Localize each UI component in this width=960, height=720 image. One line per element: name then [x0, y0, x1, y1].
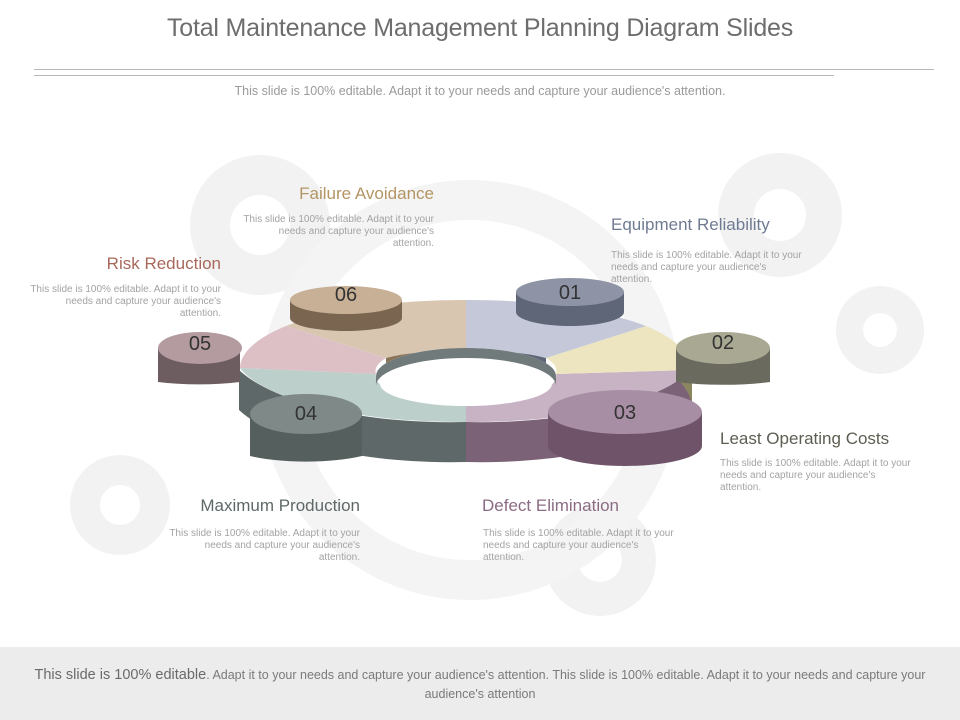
number-06: 06	[335, 284, 357, 306]
heading-equipment-reliability: Equipment Reliability	[611, 215, 770, 234]
footer-text: This slide is 100% editable. Adapt it to…	[20, 666, 940, 702]
heading-defect-elimination: Defect Elimination	[482, 496, 620, 515]
title-rule-top	[34, 69, 934, 70]
ring-segment-05	[240, 326, 386, 374]
heading-maximum-production: Maximum Production	[200, 496, 360, 515]
ring-segment-04	[240, 368, 466, 423]
disk-05	[158, 332, 242, 385]
desc-risk-reduction: This slide is 100% editable. Adapt it to…	[30, 284, 221, 319]
title-rule-bottom	[34, 75, 834, 76]
number-05: 05	[189, 333, 211, 355]
heading-failure-avoidance: Failure Avoidance	[299, 184, 434, 203]
desc-least-operating-costs: This slide is 100% editable. Adapt it to…	[720, 458, 911, 493]
desc-failure-avoidance: This slide is 100% editable. Adapt it to…	[243, 214, 434, 249]
desc-maximum-production: This slide is 100% editable. Adapt it to…	[169, 528, 360, 563]
desc-equipment-reliability: This slide is 100% editable. Adapt it to…	[611, 250, 802, 285]
ring-segment-02	[546, 326, 691, 374]
disk-06	[290, 286, 402, 331]
heading-least-operating-costs: Least Operating Costs	[720, 429, 890, 448]
subtitle: This slide is 100% editable. Adapt it to…	[234, 84, 726, 98]
page-title: Total Maintenance Management Planning Di…	[166, 14, 794, 42]
footer-bar: This slide is 100% editable. Adapt it to…	[0, 647, 960, 720]
heading-risk-reduction: Risk Reduction	[106, 254, 221, 273]
footer-lead: This slide is 100% editable	[34, 667, 207, 683]
number-04: 04	[295, 403, 317, 425]
number-03: 03	[614, 402, 636, 424]
number-02: 02	[712, 332, 734, 354]
disk-01	[516, 278, 624, 326]
disk-03	[548, 390, 702, 466]
footer-rest: . Adapt it to your needs and capture you…	[206, 668, 926, 701]
disk-04	[250, 394, 362, 462]
disk-02	[676, 332, 770, 385]
number-01: 01	[559, 282, 581, 304]
background-gears-icon	[70, 153, 924, 616]
desc-defect-elimination: This slide is 100% editable. Adapt it to…	[483, 528, 674, 563]
